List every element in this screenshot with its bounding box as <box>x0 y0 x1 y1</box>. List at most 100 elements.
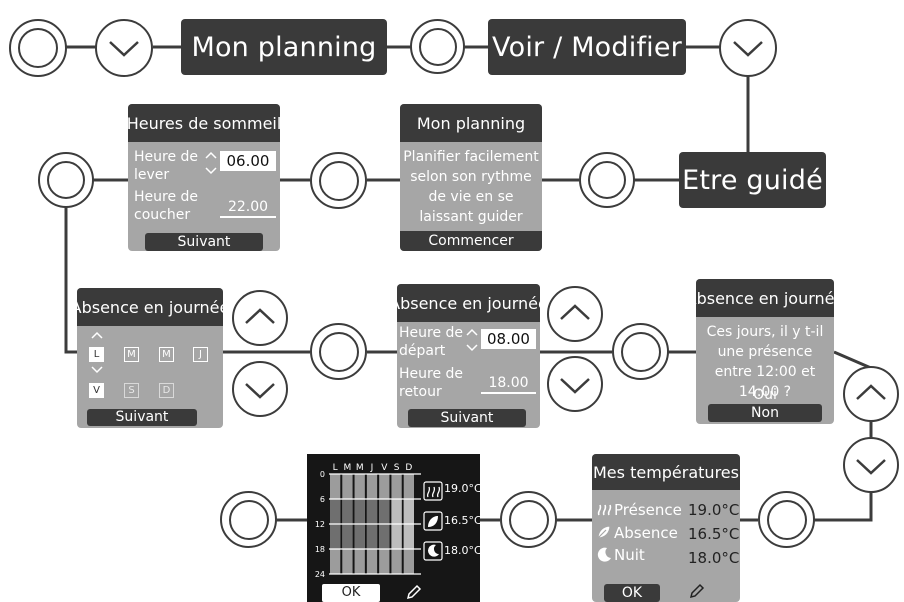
retour-value[interactable]: 18.00 <box>481 374 536 394</box>
card-title: Mon planning <box>400 104 542 142</box>
chevron-down-button[interactable] <box>843 437 899 493</box>
day-box[interactable]: M <box>124 347 139 362</box>
legend-icon-box <box>423 511 443 531</box>
chevron-down-icon <box>733 41 763 57</box>
step-node[interactable] <box>38 152 94 208</box>
commencer-button[interactable]: Commencer <box>400 231 542 251</box>
pencil-icon[interactable] <box>405 583 423 601</box>
question-text: Ces jours, il y t-il une présence entre … <box>706 324 824 400</box>
card-absence-heures: Absence en journée Heure de départ 08.00… <box>397 284 540 428</box>
hour-label: 18 <box>315 545 325 554</box>
chevron-down-button[interactable] <box>547 356 603 412</box>
temp-row-label: Nuit <box>614 546 645 564</box>
chevron-up-button[interactable] <box>547 286 603 342</box>
step-node[interactable] <box>220 491 277 548</box>
day-label: M <box>356 463 364 473</box>
day-box[interactable]: M <box>159 347 174 362</box>
lever-label: Heure de lever <box>134 149 199 183</box>
chevron-up-button[interactable] <box>232 290 288 346</box>
temp-row-value: 18.0°C <box>688 549 740 567</box>
chevron-up-icon[interactable] <box>91 330 103 340</box>
day-box[interactable]: L <box>89 347 104 362</box>
moon-icon <box>597 547 611 562</box>
day-box[interactable]: D <box>159 383 174 398</box>
day-box[interactable]: S <box>124 383 139 398</box>
temp-row-label: Absence <box>614 524 678 542</box>
day-box[interactable]: V <box>89 383 104 398</box>
heat-waves-icon <box>426 486 441 498</box>
etre-guide-label: Etre guidé <box>679 152 826 208</box>
legend-icon-box <box>423 481 443 501</box>
step-node[interactable] <box>612 323 669 380</box>
temp-row-value: 19.0°C <box>688 501 740 519</box>
step-node[interactable] <box>9 19 67 77</box>
step-node[interactable] <box>758 491 815 548</box>
hour-label: 6 <box>320 495 325 504</box>
chevron-down-icon <box>109 41 139 57</box>
leaf-icon <box>597 525 611 539</box>
suivant-button[interactable]: Suivant <box>145 233 263 251</box>
card-title: Mes températures <box>592 454 740 490</box>
chevron-down-button[interactable] <box>232 361 288 417</box>
day-label: V <box>381 463 388 473</box>
chevron-down-icon <box>245 383 275 399</box>
chevron-down-icon <box>560 378 590 394</box>
card-title: Absence en journée <box>696 279 834 317</box>
voir-modifier-label: Voir / Modifier <box>488 19 686 75</box>
moon-icon <box>428 544 439 557</box>
coucher-value[interactable]: 22.00 <box>220 198 276 218</box>
hour-label: 12 <box>315 520 325 529</box>
day-label: D <box>405 463 412 473</box>
card-temperatures: Mes températures Présence 19.0°C Absence… <box>592 454 740 602</box>
chevron-down-icon <box>856 459 886 475</box>
hour-label: 24 <box>315 570 325 579</box>
step-node[interactable] <box>579 152 635 208</box>
temp-legend-value: 18.0°C <box>444 544 482 557</box>
leaf-icon <box>428 516 438 527</box>
step-node[interactable] <box>310 323 367 380</box>
legend-icon-box <box>423 541 443 561</box>
day-label: L <box>333 463 338 473</box>
chevron-up-button[interactable] <box>843 366 899 422</box>
chevron-down-icon[interactable] <box>91 365 103 375</box>
suivant-button[interactable]: Suivant <box>408 409 526 427</box>
oui-option[interactable]: Oui <box>753 387 777 403</box>
pencil-icon[interactable] <box>688 582 706 600</box>
card-title: Absence en journée <box>397 284 540 322</box>
ok-button[interactable]: OK <box>322 584 380 602</box>
card-title: Absence en journée <box>77 288 223 326</box>
stepper-arrows-icon[interactable] <box>465 325 479 355</box>
chevron-down-button[interactable] <box>719 19 777 77</box>
chevron-up-icon <box>245 308 275 324</box>
day-label: J <box>370 463 374 473</box>
depart-value[interactable]: 08.00 <box>481 329 536 349</box>
stepper-arrows-icon[interactable] <box>204 148 218 178</box>
retour-label: Heure de retour <box>399 366 464 400</box>
chevron-down-button[interactable] <box>95 19 153 77</box>
hour-label: 0 <box>320 470 325 479</box>
ok-button[interactable]: OK <box>604 584 660 602</box>
suivant-button[interactable]: Suivant <box>87 409 197 426</box>
day-box[interactable]: J <box>193 347 208 362</box>
card-description: Planifier facilement selon son rythme de… <box>403 149 539 225</box>
card-mon-planning: Mon planning Planifier facilement selon … <box>400 104 542 251</box>
card-heures-sommeil: Heures de sommeil Heure de lever 06.00 H… <box>128 104 280 251</box>
day-label: M <box>344 463 352 473</box>
step-node[interactable] <box>310 152 367 209</box>
mon-planning-label: Mon planning <box>181 19 387 75</box>
non-button[interactable]: Non <box>708 404 822 422</box>
depart-label: Heure de départ <box>399 325 464 359</box>
chevron-up-icon <box>560 304 590 320</box>
chevron-up-icon <box>856 384 886 400</box>
heat-waves-icon <box>597 504 612 516</box>
card-absence-jours: Absence en journée L M M J V S D Suivant <box>77 288 223 428</box>
step-node[interactable] <box>500 491 557 548</box>
step-node[interactable] <box>410 19 465 74</box>
temp-legend-value: 19.0°C <box>444 482 482 495</box>
temp-row-value: 16.5°C <box>688 525 740 543</box>
day-label: S <box>394 463 400 473</box>
lever-value[interactable]: 06.00 <box>220 151 276 171</box>
